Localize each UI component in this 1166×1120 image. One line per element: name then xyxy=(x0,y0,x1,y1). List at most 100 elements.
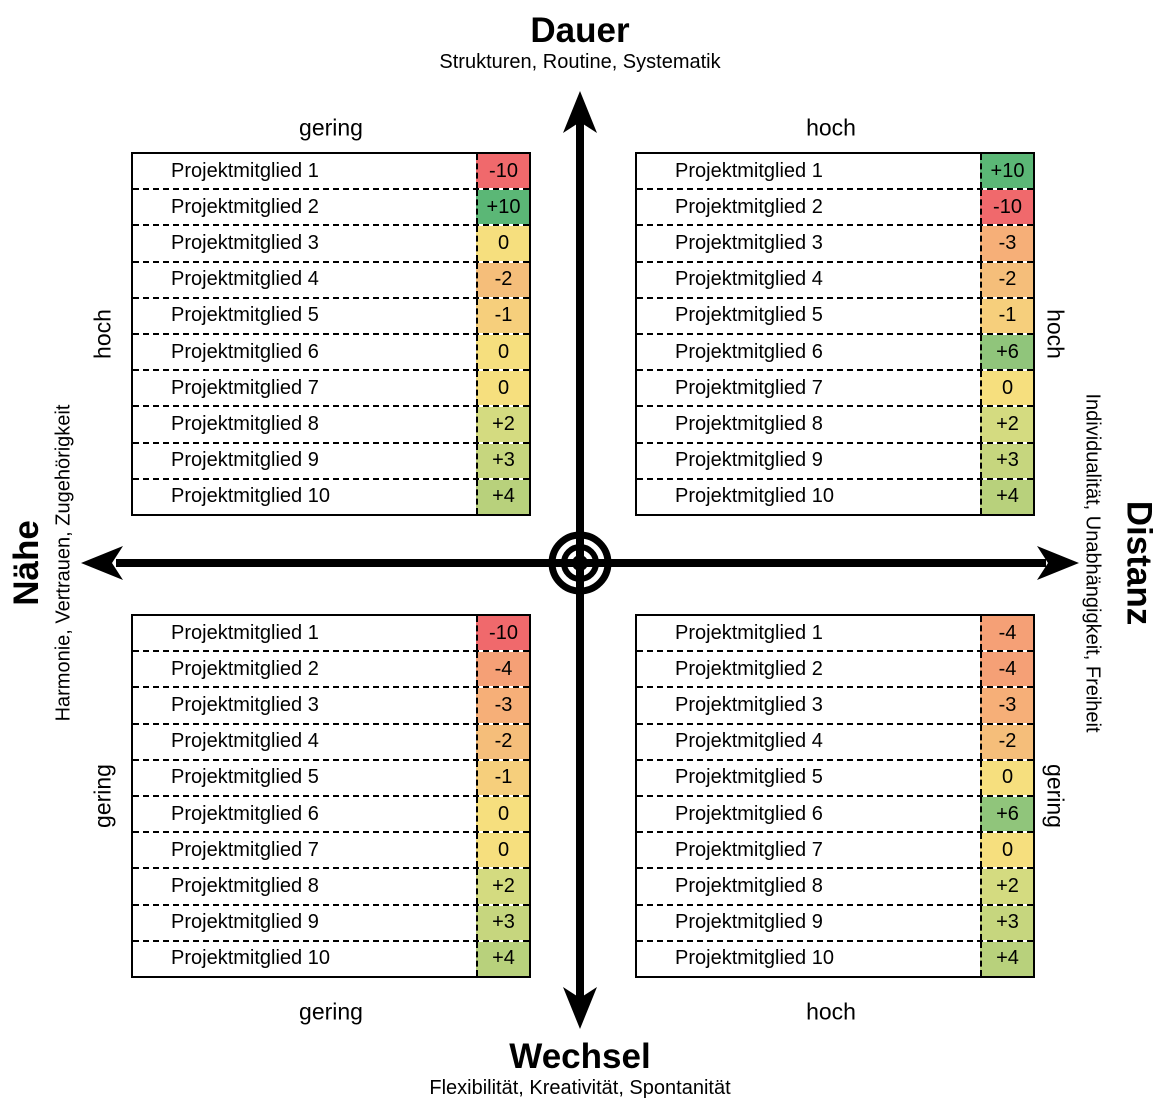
score-cell: -1 xyxy=(476,760,529,796)
axis-subtitle-dauer: Strukturen, Routine, Systematik xyxy=(439,50,721,73)
score-cell: -10 xyxy=(980,190,1033,225)
score-cell: 0 xyxy=(980,833,1033,868)
table-row: Projektmitglied 2-4 xyxy=(133,650,529,687)
side-label-bottom-left-gering: gering xyxy=(89,764,116,828)
score-cell: -2 xyxy=(476,262,529,297)
score-cell: -2 xyxy=(476,724,529,759)
member-name: Projektmitglied 8 xyxy=(171,875,319,898)
table-row: Projektmitglied 1 -10 xyxy=(133,154,529,189)
score-cell: +4 xyxy=(476,479,529,515)
table-row: Projektmitglied 9+3 xyxy=(133,903,529,940)
member-name: Projektmitglied 10 xyxy=(171,485,330,508)
axis-title-naehe: Nähe xyxy=(6,520,46,606)
table-row: Projektmitglied 6+6 xyxy=(637,333,1033,370)
member-name: Projektmitglied 10 xyxy=(675,485,834,508)
score-cell: +2 xyxy=(980,407,1033,442)
score-cell: 0 xyxy=(476,797,529,832)
table-row: Projektmitglied 1+10 xyxy=(637,154,1033,189)
member-name: Projektmitglied 7 xyxy=(171,376,319,399)
table-row: Projektmitglied 9 +3 xyxy=(133,441,529,478)
score-cell: 0 xyxy=(476,833,529,868)
score-cell: +3 xyxy=(980,905,1033,940)
table-row: Projektmitglied 10 +4 xyxy=(133,477,529,515)
score-cell: -4 xyxy=(980,616,1033,651)
score-cell: -3 xyxy=(980,688,1033,723)
score-cell: +10 xyxy=(476,190,529,225)
member-name: Projektmitglied 1 xyxy=(675,621,823,644)
axis-title-block-wechsel: Wechsel Flexibilität, Kreativität, Spont… xyxy=(429,1037,730,1100)
table-row: Projektmitglied 8+2 xyxy=(637,867,1033,904)
table-row: Projektmitglied 8+2 xyxy=(133,867,529,904)
table-row: Projektmitglied 10 +4 xyxy=(133,939,529,977)
score-cell: +4 xyxy=(476,941,529,977)
score-cell: -2 xyxy=(980,724,1033,759)
table-row: Projektmitglied 7 0 xyxy=(133,831,529,868)
table-row: Projektmitglied 1-10 xyxy=(133,616,529,651)
score-cell: 0 xyxy=(980,371,1033,406)
member-name: Projektmitglied 9 xyxy=(675,911,823,934)
member-name: Projektmitglied 5 xyxy=(675,304,823,327)
member-name: Projektmitglied 6 xyxy=(171,340,319,363)
table-row: Projektmitglied 3 -3 xyxy=(133,686,529,723)
score-cell: +2 xyxy=(476,407,529,442)
score-cell: -1 xyxy=(980,298,1033,334)
table-row: Projektmitglied 10+4 xyxy=(637,939,1033,977)
center-bullseye-icon xyxy=(548,531,612,595)
level-label-top-left-gering: gering xyxy=(299,114,363,141)
arrow-right-icon xyxy=(1037,546,1079,580)
level-label-bottom-left-gering: gering xyxy=(299,998,363,1025)
member-name: Projektmitglied 1 xyxy=(171,159,319,182)
member-name: Projektmitglied 3 xyxy=(171,694,319,716)
member-name: Projektmitglied 4 xyxy=(675,730,823,753)
table-row: Projektmitglied 1 -4 xyxy=(637,616,1033,651)
axis-title-distanz: Distanz xyxy=(1119,500,1159,626)
table-row: Projektmitglied 2+10 xyxy=(133,188,529,225)
member-name: Projektmitglied 8 xyxy=(675,413,823,436)
axis-title-dauer: Dauer xyxy=(530,11,630,50)
table-row: Projektmitglied 3 -3 xyxy=(637,224,1033,261)
member-name: Projektmitglied 7 xyxy=(171,838,319,861)
score-cell: -3 xyxy=(476,688,529,723)
member-name: Projektmitglied 9 xyxy=(675,449,823,472)
score-cell: -10 xyxy=(476,154,529,189)
member-name: Projektmitglied 9 xyxy=(171,449,319,472)
score-cell: 0 xyxy=(980,760,1033,796)
member-name: Projektmitglied 3 xyxy=(675,232,823,254)
member-name: Projektmitglied 2 xyxy=(675,195,823,218)
table-row: Projektmitglied 4-2 xyxy=(133,722,529,759)
arrow-left-icon xyxy=(81,546,123,580)
score-cell: -3 xyxy=(980,226,1033,261)
table-row: Projektmitglied 6+6 xyxy=(637,795,1033,832)
table-row: Projektmitglied 5 -1 xyxy=(637,296,1033,334)
score-cell: +10 xyxy=(980,154,1033,189)
score-cell: +3 xyxy=(476,443,529,478)
score-cell: -10 xyxy=(476,616,529,651)
axis-title-block-dauer: Dauer Strukturen, Routine, Systematik xyxy=(439,11,721,74)
table-row: Projektmitglied 8 +2 xyxy=(637,405,1033,442)
score-cell: +6 xyxy=(980,797,1033,832)
table-row: Projektmitglied 2 -10 xyxy=(637,188,1033,225)
score-cell: -2 xyxy=(980,262,1033,297)
level-label-top-right-hoch: hoch xyxy=(806,114,856,141)
member-name: Projektmitglied 10 xyxy=(171,947,330,970)
table-row: Projektmitglied 5-1 xyxy=(133,296,529,334)
member-name: Projektmitglied 6 xyxy=(675,340,823,363)
score-cell: -4 xyxy=(980,652,1033,687)
member-name: Projektmitglied 5 xyxy=(171,304,319,327)
score-cell: +3 xyxy=(980,443,1033,478)
member-name: Projektmitglied 2 xyxy=(675,657,823,680)
axis-title-wechsel: Wechsel xyxy=(509,1037,651,1076)
table-row: Projektmitglied 5-1 xyxy=(133,758,529,796)
member-name: Projektmitglied 3 xyxy=(171,232,319,254)
